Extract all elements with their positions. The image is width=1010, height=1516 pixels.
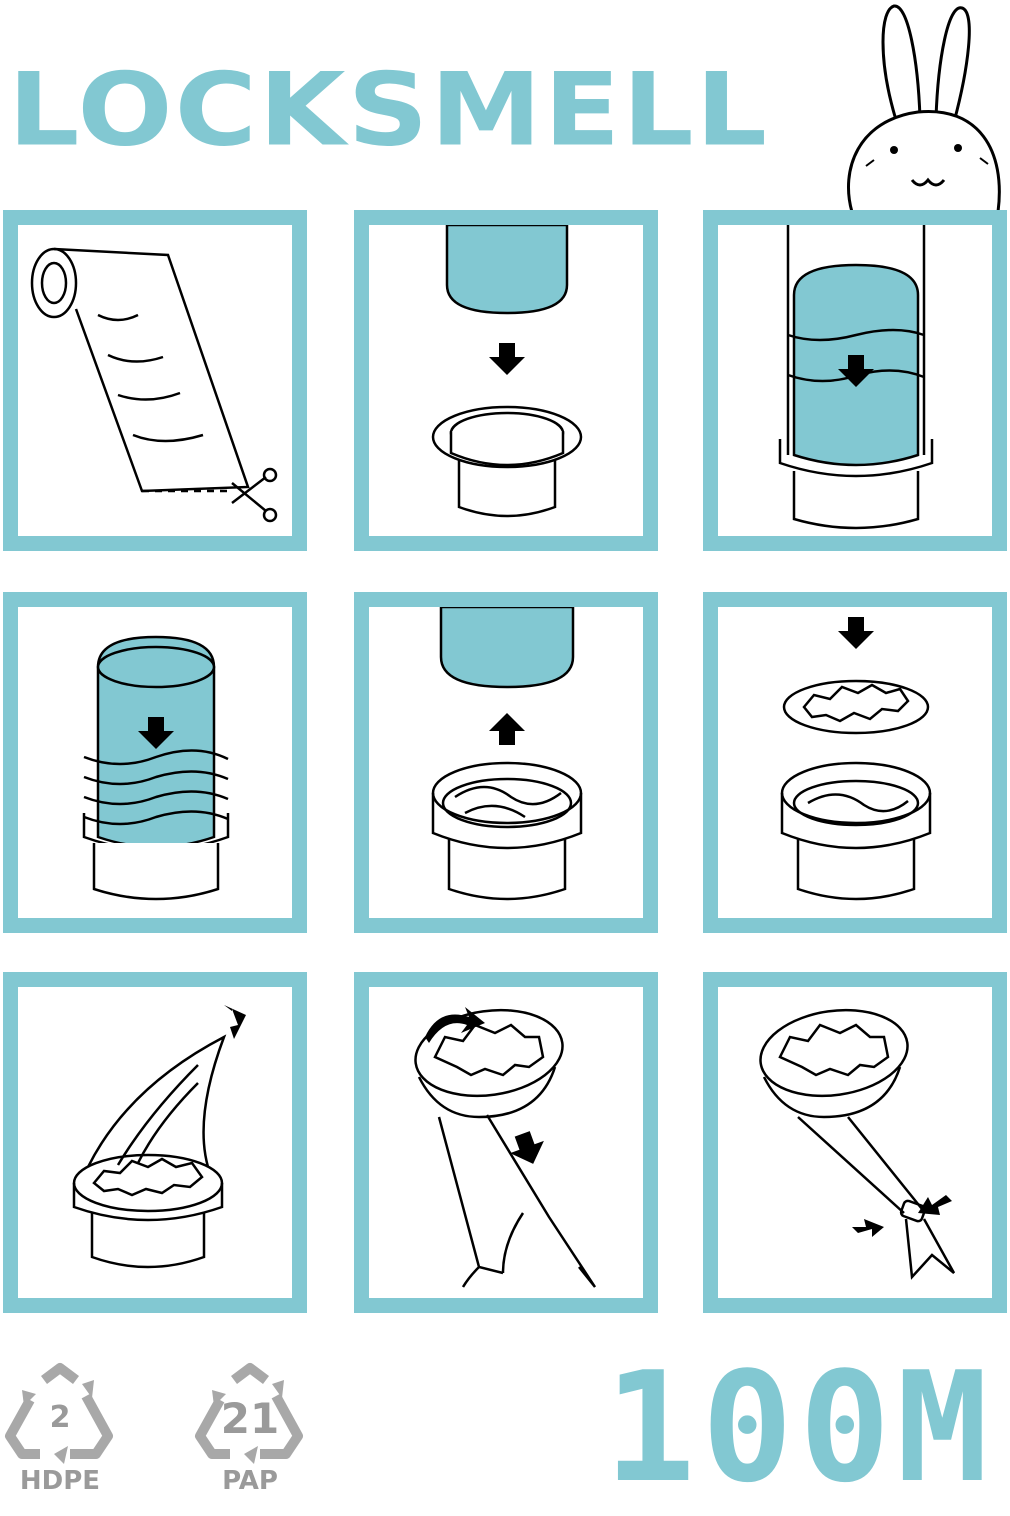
- step-1-panel: [3, 210, 307, 551]
- recycle-label: PAP: [222, 1466, 278, 1496]
- recycle-number: 21: [220, 1394, 280, 1443]
- step-4-panel: [3, 592, 307, 933]
- pull-bag-icon: [72, 1005, 246, 1269]
- fold-over-icon: [414, 1007, 597, 1288]
- bunny-icon: [847, 4, 1001, 212]
- recycle-triangle-icon: [5, 1363, 113, 1464]
- recycle-mark-hdpe: 2 HDPE: [0, 1360, 120, 1496]
- tie-knot-icon: [759, 1008, 956, 1280]
- brand-title: LOCKSMELL: [8, 51, 769, 169]
- step-5-panel: [354, 592, 658, 933]
- step-7-panel: [3, 972, 307, 1313]
- recycle-number: 2: [49, 1400, 71, 1435]
- step-2-panel: [354, 210, 658, 551]
- bag-roll-cut-icon: [30, 247, 278, 523]
- recycle-triangle-icon: [195, 1363, 303, 1464]
- place-lid-icon: [780, 617, 932, 901]
- recycle-label: HDPE: [19, 1466, 101, 1496]
- bag-length: 100M: [604, 1339, 995, 1516]
- press-down-icon: [778, 225, 934, 530]
- step-8-panel: [354, 972, 658, 1313]
- step-3-panel: [703, 210, 1007, 551]
- step-6-panel: [703, 592, 1007, 933]
- bag-wrap-icon: [82, 635, 230, 901]
- step-9-panel: [703, 972, 1007, 1313]
- recycle-mark-pap: 21 PAP: [190, 1360, 310, 1496]
- lift-up-icon: [431, 607, 583, 901]
- insert-ring-icon: [431, 225, 583, 518]
